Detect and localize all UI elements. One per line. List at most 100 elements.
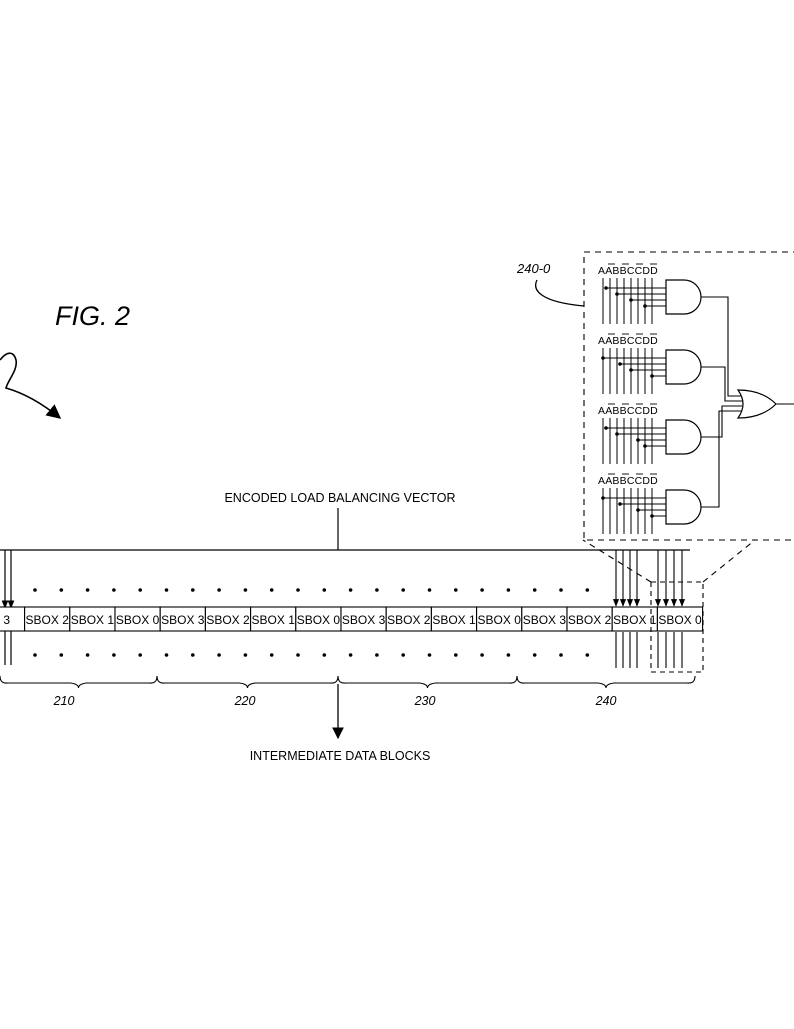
dot (375, 653, 379, 657)
dot (585, 653, 590, 657)
dot (59, 653, 64, 657)
gate-input-label: AABBCCDD (598, 475, 658, 487)
dot (401, 588, 406, 592)
dot (191, 653, 195, 657)
dot (243, 653, 248, 657)
group-brace (337, 675, 518, 689)
sbox-cell (250, 606, 297, 632)
dot (112, 588, 116, 592)
sbox-cell (430, 606, 478, 632)
dot (506, 653, 511, 657)
group-ref-label: 230 (414, 694, 436, 708)
sbox-label: SBOX 2 (26, 613, 70, 627)
gate-output-wire (701, 296, 742, 397)
dot (401, 653, 406, 657)
dot (454, 653, 458, 657)
inset-ref-label: 240-0 (516, 261, 551, 276)
sbox-cell (0, 606, 26, 632)
group-brace (156, 675, 339, 689)
dot (33, 653, 37, 657)
gate-input-label: AABBCCDD (598, 405, 658, 417)
dot (138, 588, 142, 592)
gate-output-wire (701, 410, 742, 508)
sbox-label: SBOX 1 (432, 613, 476, 627)
dot (427, 653, 432, 657)
gate-output-wire (701, 366, 742, 402)
dot (112, 653, 116, 657)
dots-row-top (33, 588, 590, 592)
gate-input-label: AABBCCDD (598, 335, 658, 347)
dot (427, 588, 432, 592)
inset-leader-line (702, 539, 756, 583)
right-input-arrows (612, 550, 686, 668)
dot (85, 588, 90, 592)
dots-row-bottom (33, 653, 590, 657)
or-gate (736, 389, 777, 419)
group-brace (516, 675, 696, 689)
sbox-label: SBOX 3 (342, 613, 386, 627)
group-ref-label: 210 (53, 694, 75, 708)
top-label: ENCODED LOAD BALANCING VECTOR (224, 491, 455, 505)
group-ref-label: 220 (234, 694, 256, 708)
sbox-cell (340, 606, 387, 632)
dot (85, 653, 90, 657)
logic-gate-inset: AABBCCDD AABBCCDD AABBCCDD AABBCCDD (598, 263, 794, 534)
group-braces: 210 220 230 240 (0, 675, 696, 708)
dot (348, 653, 353, 657)
sbox-cell (114, 606, 161, 632)
bottom-label: INTERMEDIATE DATA BLOCKS (250, 749, 431, 763)
dot (164, 588, 169, 592)
and-gate (665, 349, 702, 385)
sbox-cell (295, 606, 342, 632)
sbox-label: SBOX 1 (252, 613, 296, 627)
group-ref-label: 240 (595, 694, 617, 708)
dot (375, 588, 379, 592)
sbox-label: SBOX 3 (523, 613, 567, 627)
sbox-cell (476, 606, 523, 632)
dot (506, 588, 511, 592)
sbox-label: SBOX 3 (161, 613, 205, 627)
dot (532, 588, 537, 592)
dot (322, 588, 327, 592)
sbox-label: SBOX 0 (658, 613, 702, 627)
figure-title: FIG. 2 (55, 301, 130, 331)
sbox-cell (69, 606, 116, 632)
dot (217, 588, 221, 592)
and-gate (665, 419, 702, 455)
and-gate (665, 279, 702, 315)
sbox-cell (159, 606, 206, 632)
and-gate (665, 489, 702, 525)
dot (269, 588, 274, 592)
sbox-cell (385, 606, 432, 632)
sbox-label: SBOX 1 (613, 613, 657, 627)
sbox-label: SBOX 0 (297, 613, 341, 627)
dot (59, 588, 64, 592)
sbox-cell (611, 606, 658, 632)
sbox-label: 3 (3, 613, 10, 627)
dot (296, 653, 300, 657)
dot (532, 653, 537, 657)
dot (454, 588, 458, 592)
dot (269, 653, 274, 657)
dot (348, 588, 353, 592)
sbox-label: SBOX 2 (568, 613, 612, 627)
gate-output-wire (701, 405, 742, 438)
dot (322, 653, 327, 657)
inset-leader-line (582, 539, 652, 583)
dot (243, 588, 248, 592)
sbox-label: SBOX 2 (206, 613, 250, 627)
dot (191, 588, 195, 592)
sbox-label: SBOX 0 (478, 613, 522, 627)
sbox-label: SBOX 0 (116, 613, 160, 627)
sbox-cell (656, 606, 704, 632)
gate-input-label: AABBCCDD (598, 265, 658, 277)
dot (164, 653, 169, 657)
dot (585, 588, 590, 592)
dot (217, 653, 221, 657)
dot (480, 653, 484, 657)
dot (559, 588, 563, 592)
dot (296, 588, 300, 592)
